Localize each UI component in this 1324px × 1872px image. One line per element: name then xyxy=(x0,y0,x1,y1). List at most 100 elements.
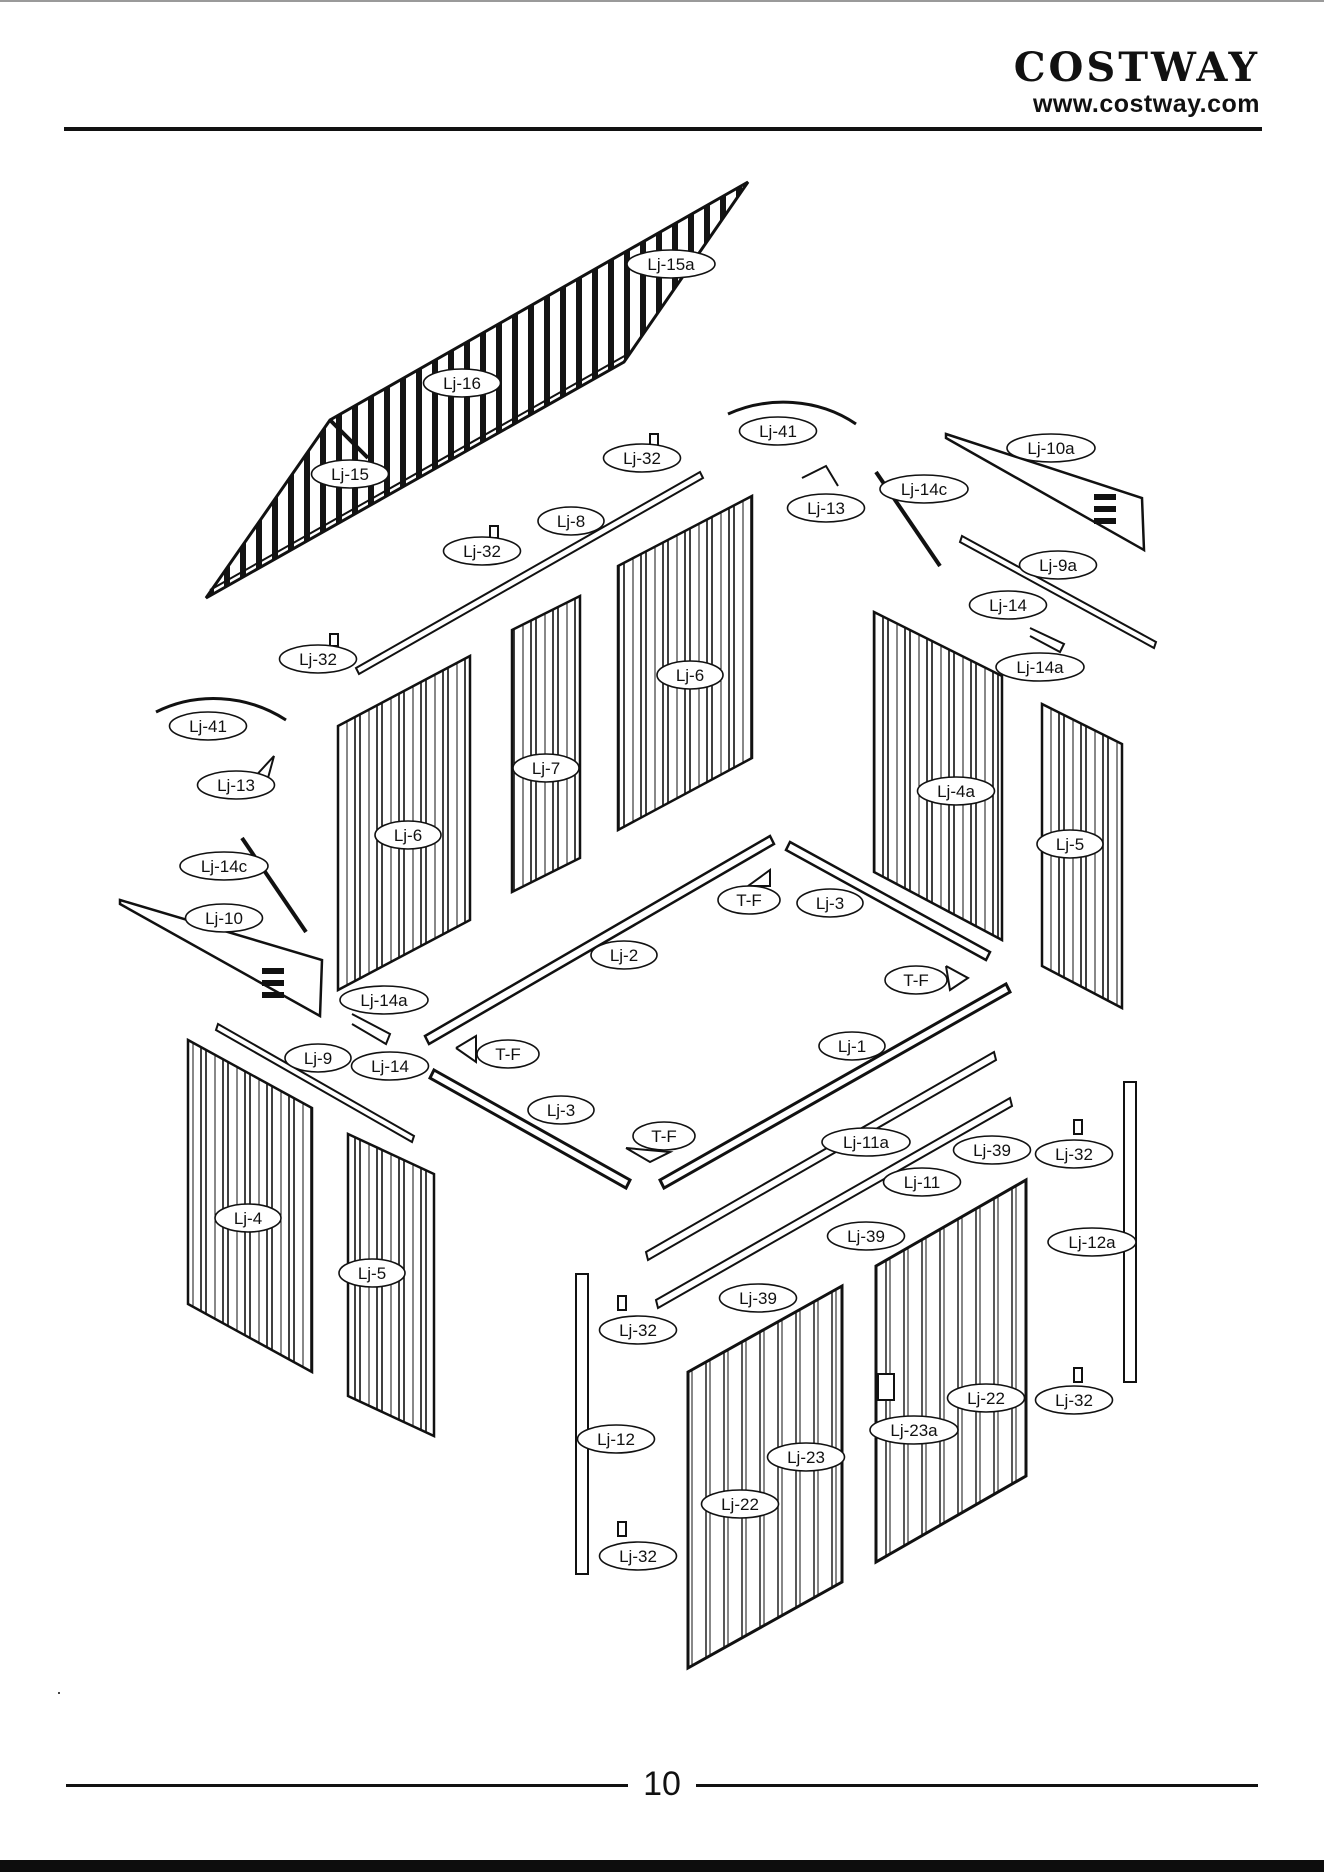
part-label-text: Lj-15 xyxy=(331,465,369,484)
part-label-lj5-a: Lj-5 xyxy=(1036,829,1104,859)
part-label-lj2: Lj-2 xyxy=(590,940,658,970)
brand-url: www.costway.com xyxy=(1032,90,1260,118)
bottom-edge-band xyxy=(0,1860,1324,1872)
part-label-lj32-f: Lj-32 xyxy=(598,1541,678,1571)
part-label-lj22-a: Lj-22 xyxy=(946,1383,1026,1413)
part-label-text: Lj-13 xyxy=(217,776,255,795)
part-label-text: Lj-4 xyxy=(234,1209,262,1228)
part-label-text: Lj-12 xyxy=(597,1430,635,1449)
stray-mark xyxy=(58,1692,60,1694)
part-label-lj3-a: Lj-3 xyxy=(796,888,864,918)
part-label-lj14a-b: Lj-14a xyxy=(339,985,429,1015)
part-label-lj14c-a: Lj-14c xyxy=(879,474,969,504)
corner-clips xyxy=(329,433,1083,1537)
part-label-text: Lj-39 xyxy=(847,1227,885,1246)
part-label-lj15a: Lj-15a xyxy=(626,249,716,279)
page-number: 10 xyxy=(643,1765,681,1803)
left-wall-panels xyxy=(186,1037,436,1438)
part-label-text: T-F xyxy=(495,1045,521,1064)
page-header: COSTWAY www.costway.com xyxy=(0,0,1324,140)
part-label-lj23a: Lj-23a xyxy=(869,1415,959,1445)
part-label-text: Lj-3 xyxy=(816,894,844,913)
part-label-lj39-a: Lj-39 xyxy=(952,1135,1032,1165)
part-label-text: Lj-23a xyxy=(890,1421,938,1440)
part-label-text: Lj-32 xyxy=(619,1321,657,1340)
top-edge-rule xyxy=(0,0,1324,2)
part-label-lj13-b: Lj-13 xyxy=(196,770,276,800)
part-label-lj5-b: Lj-5 xyxy=(338,1258,406,1288)
part-label-lj14a-a: Lj-14a xyxy=(995,652,1085,682)
part-label-lj32-c: Lj-32 xyxy=(278,644,358,674)
part-label-text: T-F xyxy=(651,1127,677,1146)
part-label-text: Lj-13 xyxy=(807,499,845,518)
part-label-text: Lj-14c xyxy=(901,480,948,499)
part-label-lj32-b: Lj-32 xyxy=(442,536,522,566)
part-label-text: Lj-14c xyxy=(201,857,248,876)
part-label-lj32-d: Lj-32 xyxy=(1034,1139,1114,1169)
part-label-text: Lj-11a xyxy=(843,1133,890,1152)
part-label-text: Lj-32 xyxy=(1055,1145,1093,1164)
header-rule xyxy=(64,127,1262,131)
part-label-text: Lj-9 xyxy=(304,1049,332,1068)
part-label-lj39-b: Lj-39 xyxy=(826,1221,906,1251)
part-label-text: T-F xyxy=(903,971,929,990)
part-label-lj4: Lj-4 xyxy=(214,1203,282,1233)
part-label-text: Lj-10a xyxy=(1027,439,1075,458)
part-label-lj6-b: Lj-6 xyxy=(374,820,442,850)
part-label-text: Lj-39 xyxy=(739,1289,777,1308)
right-side-rail xyxy=(958,534,1158,650)
part-label-lj32-a: Lj-32 xyxy=(602,443,682,473)
part-label-text: Lj-6 xyxy=(394,826,422,845)
part-label-lj6-a: Lj-6 xyxy=(656,660,724,690)
part-label-text: Lj-39 xyxy=(973,1141,1011,1160)
part-label-lj4a: Lj-4a xyxy=(916,776,996,806)
part-label-text: Lj-9a xyxy=(1039,556,1077,575)
part-label-text: Lj-14a xyxy=(360,991,408,1010)
part-label-lj32-e: Lj-32 xyxy=(598,1315,678,1345)
part-label-lj11a: Lj-11a xyxy=(821,1127,911,1157)
part-label-lj12a: Lj-12a xyxy=(1047,1227,1137,1257)
right-gable xyxy=(944,432,1146,553)
part-label-text: Lj-14a xyxy=(1016,658,1064,677)
part-label-text: Lj-1 xyxy=(838,1037,866,1056)
part-label-text: Lj-22 xyxy=(967,1389,1005,1408)
part-label-tf-c: T-F xyxy=(476,1039,540,1069)
part-label-lj14-a: Lj-14 xyxy=(968,590,1048,620)
part-label-text: Lj-4a xyxy=(937,782,975,801)
part-label-lj10: Lj-10 xyxy=(184,903,264,933)
footer-rule-right xyxy=(696,1784,1258,1787)
part-label-lj3-b: Lj-3 xyxy=(527,1095,595,1125)
part-label-lj13-a: Lj-13 xyxy=(786,493,866,523)
part-label-text: Lj-15a xyxy=(647,255,695,274)
part-label-lj11: Lj-11 xyxy=(882,1167,962,1197)
left-side-rail xyxy=(214,1022,416,1144)
part-label-lj14c-b: Lj-14c xyxy=(179,851,269,881)
part-label-tf-d: T-F xyxy=(632,1121,696,1151)
part-label-lj39-c: Lj-39 xyxy=(718,1283,798,1313)
part-label-lj1: Lj-1 xyxy=(818,1031,886,1061)
part-label-text: Lj-5 xyxy=(358,1264,386,1283)
part-label-lj14-b: Lj-14 xyxy=(350,1051,430,1081)
part-label-text: Lj-32 xyxy=(463,542,501,561)
top-rear-rail xyxy=(354,470,705,676)
left-gable xyxy=(118,898,324,1019)
part-label-lj10a: Lj-10a xyxy=(1006,433,1096,463)
part-label-lj22-b: Lj-22 xyxy=(700,1489,780,1519)
part-label-tf-b: T-F xyxy=(884,965,948,995)
part-label-text: Lj-8 xyxy=(557,512,585,531)
part-label-text: Lj-12a xyxy=(1068,1233,1116,1252)
part-label-text: Lj-32 xyxy=(1055,1391,1093,1410)
part-label-text: T-F xyxy=(736,891,762,910)
part-label-text: Lj-14 xyxy=(989,596,1027,615)
part-label-lj41-a: Lj-41 xyxy=(738,416,818,446)
part-label-lj9: Lj-9 xyxy=(284,1043,352,1073)
part-label-lj7: Lj-7 xyxy=(512,753,580,783)
part-label-text: Lj-2 xyxy=(610,946,638,965)
part-label-lj15: Lj-15 xyxy=(310,459,390,489)
part-label-text: Lj-16 xyxy=(443,374,481,393)
part-label-text: Lj-32 xyxy=(299,650,337,669)
part-label-text: Lj-14 xyxy=(371,1057,409,1076)
part-label-lj41-b: Lj-41 xyxy=(168,711,248,741)
footer-rule-left xyxy=(66,1784,628,1787)
